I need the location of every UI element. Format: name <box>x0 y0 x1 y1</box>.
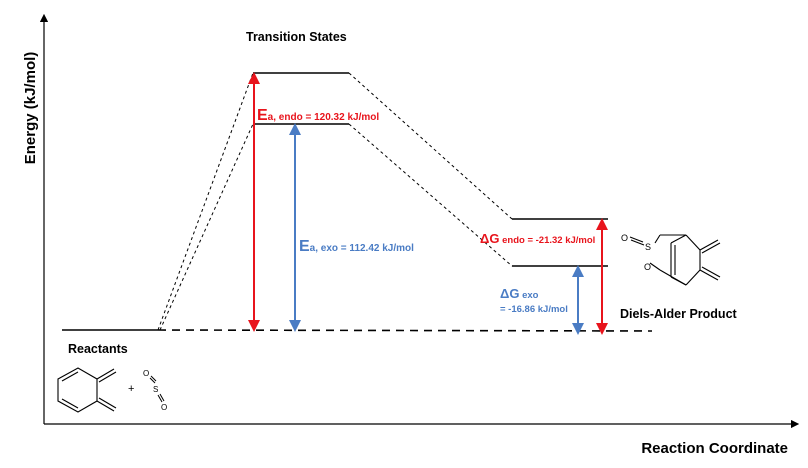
so2-oxygen-top: O <box>143 369 149 378</box>
dg-exo-label: ΔG exo <box>500 286 539 301</box>
dg-endo-label: ΔG endo = -21.32 kJ/mol <box>480 231 595 246</box>
reactant-baseline-dashed <box>157 329 653 332</box>
so2-oxygen-bottom: O <box>161 403 167 412</box>
x-axis-label: Reaction Coordinate <box>641 440 788 457</box>
connector-ts-endo-product <box>348 72 513 220</box>
transition-states-label: Transition States <box>246 30 347 44</box>
so2-molecule <box>149 375 165 403</box>
product-oxygen-exo: O <box>621 233 628 243</box>
so2-sulfur: S <box>153 385 158 394</box>
diels-alder-product-molecule <box>629 234 721 286</box>
product-oxygen-ring: O <box>644 262 651 272</box>
ea-endo-label: Ea, endo = 120.32 kJ/mol <box>257 107 379 124</box>
plus-sign: + <box>128 383 134 395</box>
connector-reactant-ts-endo <box>157 72 254 331</box>
product-sulfur: S <box>645 242 651 252</box>
reactants-label: Reactants <box>68 342 128 356</box>
ea-exo-label: Ea, exo = 112.42 kJ/mol <box>299 238 414 255</box>
y-axis-label: Energy (kJ/mol) <box>22 52 39 165</box>
connector-ts-exo-product <box>348 123 513 267</box>
diene-molecule <box>57 367 117 413</box>
connector-reactant-ts-exo <box>159 123 254 331</box>
product-label: Diels-Alder Product <box>620 307 738 321</box>
dg-exo-value-label: = -16.86 kJ/mol <box>500 304 568 315</box>
